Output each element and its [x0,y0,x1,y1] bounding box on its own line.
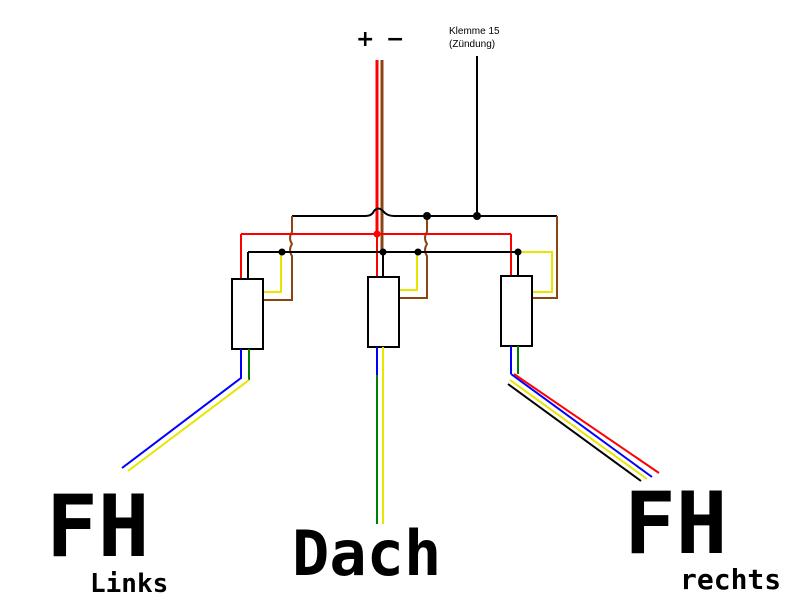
center-brown-branch [399,216,429,299]
left-fh-label: FH [46,477,150,577]
left-window-module [231,278,264,350]
right-rechts-label: rechts [680,563,781,596]
junction-dot [373,230,381,238]
left-output-blue [121,349,242,469]
right-yellow-branch [518,251,553,293]
left-brown-branch [263,216,294,301]
plus-label: + [356,27,374,52]
junction-dot [473,212,481,220]
center-yellow-branch [399,252,418,291]
klemme-15-label: Klemme 15 [449,26,500,37]
right-output-blue [510,373,653,478]
right-fh-label: FH [624,474,728,574]
junction-dot [379,248,387,256]
right-output-black [507,383,642,482]
center-dach-label: Dach [292,517,441,590]
right-brown-branch [532,216,558,299]
upper-black-bus [292,207,557,217]
junction-dot [514,248,522,256]
zuendung-label: (Zündung) [449,39,495,50]
left-links-label: Links [90,569,168,599]
junction-dot [423,212,431,220]
left-output-yellow [127,379,250,472]
right-output-yellow [509,379,648,480]
right-window-module [500,275,533,347]
right-output-red [513,373,660,474]
junction-dot [414,248,422,256]
center-roof-module [367,276,400,348]
junction-dot [278,248,286,256]
minus-label: − [386,27,404,52]
left-yellow-branch [263,252,282,293]
